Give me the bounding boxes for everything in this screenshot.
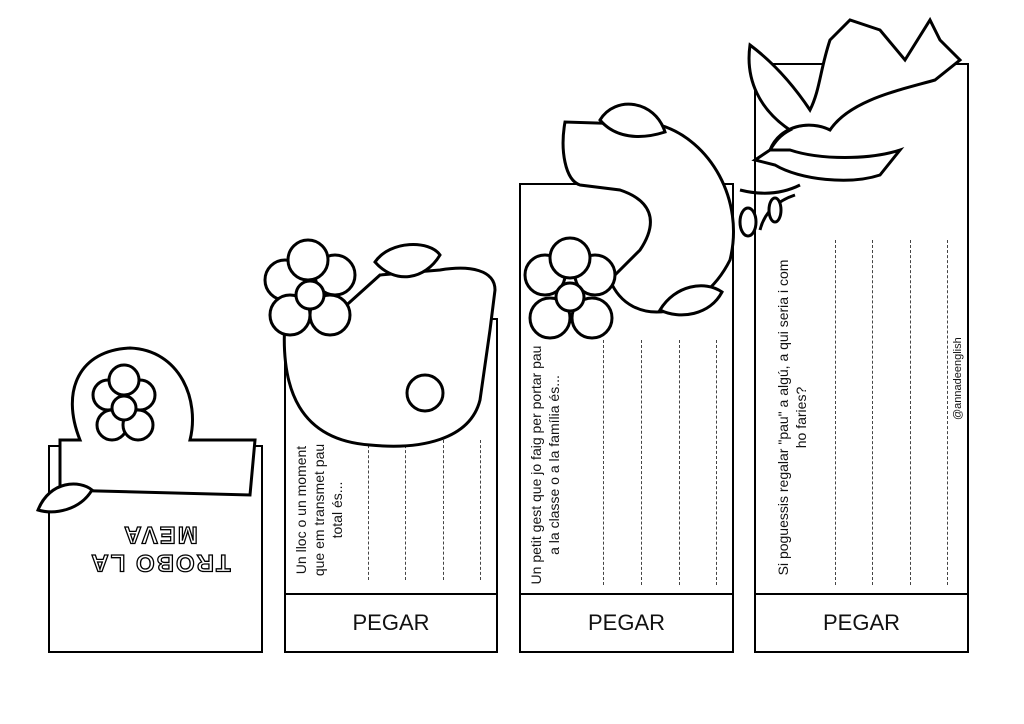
paste-label: PEGAR: [756, 593, 967, 651]
writing-line: [679, 340, 680, 585]
circle-decoration: [405, 373, 445, 413]
flower-icon: [263, 238, 357, 337]
letter-shape: [561, 120, 735, 314]
card-prompt: Un lloc o un moment que em transmet pau …: [293, 443, 345, 577]
card-title: TROBO LA MEVA: [89, 520, 232, 576]
writing-line: [910, 240, 911, 585]
leaf-icon: [35, 482, 94, 514]
writing-line: [405, 440, 406, 580]
letter-shape: [58, 346, 257, 497]
writing-line: [716, 340, 717, 585]
writing-line: [835, 240, 836, 585]
leaf-icon: [738, 206, 758, 238]
paste-label: PEGAR: [286, 593, 496, 651]
paste-label: PEGAR: [521, 593, 732, 651]
leaf-icon: [657, 284, 724, 317]
writing-line: [443, 440, 444, 580]
writing-line: [641, 340, 642, 585]
credit-text: @annadeenglish: [952, 337, 964, 420]
leaf-icon: [767, 196, 783, 224]
flower-icon: [91, 363, 157, 442]
leaf-icon: [598, 102, 667, 138]
card-prompt: Un petit gest que jo faig per portar pau…: [528, 345, 562, 585]
writing-line: [480, 440, 481, 580]
dove-icon: [747, 16, 963, 182]
writing-line: [872, 240, 873, 585]
flower-icon: [523, 236, 617, 340]
card-prompt: Si poguessis regalar "pau" a algú, a qui…: [775, 259, 809, 576]
writing-line: [947, 240, 948, 585]
writing-line: [603, 340, 604, 585]
writing-line: [368, 440, 369, 580]
leaf-icon: [373, 243, 442, 279]
